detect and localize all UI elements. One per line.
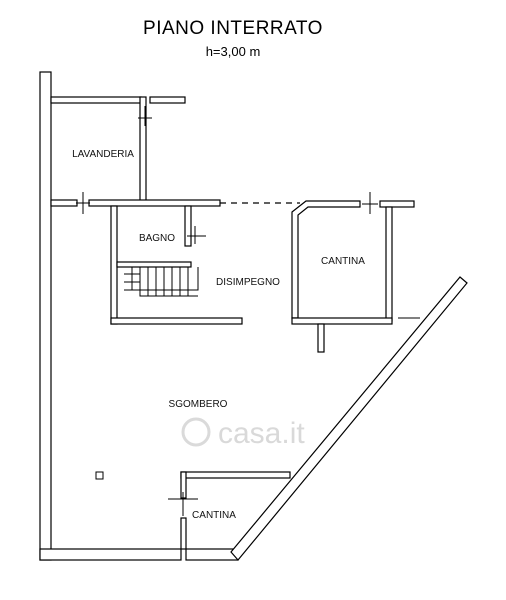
- cantina-lower-top-wall: [180, 471, 291, 479]
- cantina-upper-room: CANTINA: [291, 192, 420, 353]
- plan-height-note: h=3,00 m: [206, 44, 261, 59]
- staircase: [124, 267, 199, 297]
- outer-walls: [39, 71, 468, 561]
- lavanderia-bottom-wall-left: [50, 199, 78, 207]
- room-label-sgombero: SGOMBERO: [169, 399, 228, 410]
- room-label-cantina-lower: CANTINA: [192, 510, 236, 521]
- lavanderia-top-wall-right: [149, 96, 186, 104]
- bottom-wall-left: [39, 548, 182, 561]
- bagno-right-wall: [184, 205, 192, 247]
- watermark-logo-icon: [181, 417, 211, 447]
- watermark-text: casa.it: [218, 417, 305, 450]
- room-label-cantina-upper: CANTINA: [321, 256, 365, 267]
- diagonal-outer-wall: [230, 276, 468, 561]
- bagno-bottom-wall: [116, 261, 192, 268]
- left-outer-wall: [39, 71, 52, 561]
- stair-inner: [139, 267, 198, 297]
- bagno-room: BAGNO: [110, 205, 243, 325]
- cantina-lower-room: CANTINA: [168, 471, 291, 550]
- cantina-top-wall-right: [379, 200, 415, 208]
- room-label-lavanderia: LAVANDERIA: [72, 149, 134, 160]
- column-square: [95, 471, 104, 480]
- room-label-disimpegno: DISIMPEGNO: [216, 277, 280, 288]
- lavanderia-top-wall-left: [50, 96, 142, 104]
- lavanderia-room: LAVANDERIA: [50, 96, 221, 214]
- stair-outline: [131, 267, 199, 291]
- plan-title: PIANO INTERRATO: [143, 18, 323, 39]
- cantina-right-wall: [385, 206, 393, 322]
- watermark: casa.it: [181, 417, 305, 450]
- cantina-pillar: [317, 323, 325, 353]
- cantina-lower-left-wall-bottom: [180, 517, 187, 550]
- bagno-left-wall: [110, 205, 118, 325]
- disimpegno-bottom-wall: [110, 317, 243, 325]
- lavanderia-bottom-wall-right: [88, 199, 221, 207]
- cantina-bottom-wall: [291, 317, 393, 325]
- room-label-bagno: BAGNO: [139, 233, 175, 244]
- bottom-wall-right: [185, 548, 239, 561]
